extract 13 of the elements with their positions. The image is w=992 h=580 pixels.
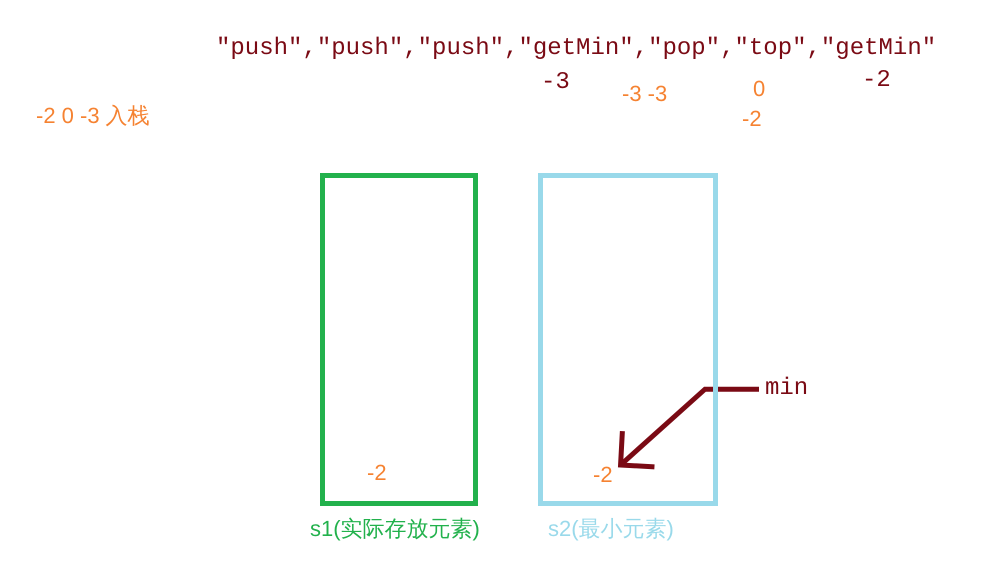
stack-value: -2 — [593, 463, 613, 488]
pointer-label: min — [765, 376, 808, 402]
result-value: -2 — [862, 68, 891, 94]
operation-sequence: "push","push","push","getMin","pop","top","getMin" — [216, 36, 936, 62]
stack-caption: s1(实际存放元素) — [310, 517, 480, 542]
stack-value: -2 — [367, 461, 387, 486]
arrow — [618, 386, 759, 470]
stack-note: 0 — [753, 77, 766, 102]
push-note: -2 0 -3 入栈 — [36, 104, 150, 128]
result-value: -3 — [541, 70, 570, 96]
stack-note: -2 — [742, 107, 762, 132]
stack-caption: s2(最小元素) — [548, 517, 674, 542]
stack-note: -3 -3 — [622, 82, 668, 106]
